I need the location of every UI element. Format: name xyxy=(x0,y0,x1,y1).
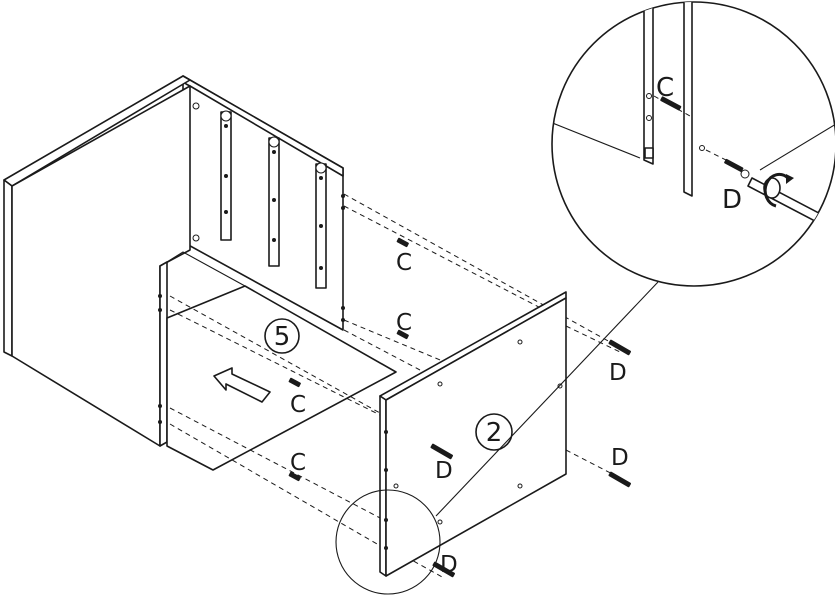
drawer-box xyxy=(3,75,344,447)
callout-leader-line xyxy=(435,281,659,517)
step-2-circle xyxy=(475,413,513,451)
detail-source-circle xyxy=(335,489,441,595)
screws: D D D D xyxy=(430,339,632,578)
step-2-number: 2 xyxy=(486,418,503,448)
drawer-slides xyxy=(192,102,327,289)
screw-label: D xyxy=(611,445,629,471)
back-panel-hole xyxy=(192,102,200,110)
cam-bolt-label: C xyxy=(290,450,306,476)
drawer-bottom-panel: 5 xyxy=(166,285,397,471)
detail-cam-bolt-label: C xyxy=(656,73,674,103)
side-panel-edge xyxy=(159,261,168,447)
left-panel-front-edge xyxy=(3,179,13,357)
front-panel: 2 xyxy=(158,194,567,577)
cam-bolts: C C C C xyxy=(288,237,412,482)
step-5-number: 5 xyxy=(274,322,291,352)
detail-view-contents xyxy=(552,2,835,233)
slide-rail-2 xyxy=(268,136,280,267)
left-arrow-icon xyxy=(213,367,271,403)
cam-bolt-label: C xyxy=(396,310,412,336)
detail-view-circle xyxy=(551,1,835,287)
screw-label: D xyxy=(435,458,453,484)
back-panel-hole xyxy=(192,234,200,242)
rotate-arrow-icon xyxy=(763,172,790,208)
cam-bolt-label: C xyxy=(290,392,306,418)
slide-rail-3 xyxy=(315,162,327,289)
detail-callout: C D xyxy=(335,1,835,595)
screw-label: D xyxy=(440,552,458,578)
inner-floor-edge xyxy=(166,251,246,287)
screw-label: D xyxy=(609,360,627,386)
slide-rail-1 xyxy=(220,110,232,241)
step-5-circle xyxy=(264,318,300,354)
detail-screw-label: D xyxy=(722,185,742,215)
cam-bolt-label: C xyxy=(396,250,412,276)
